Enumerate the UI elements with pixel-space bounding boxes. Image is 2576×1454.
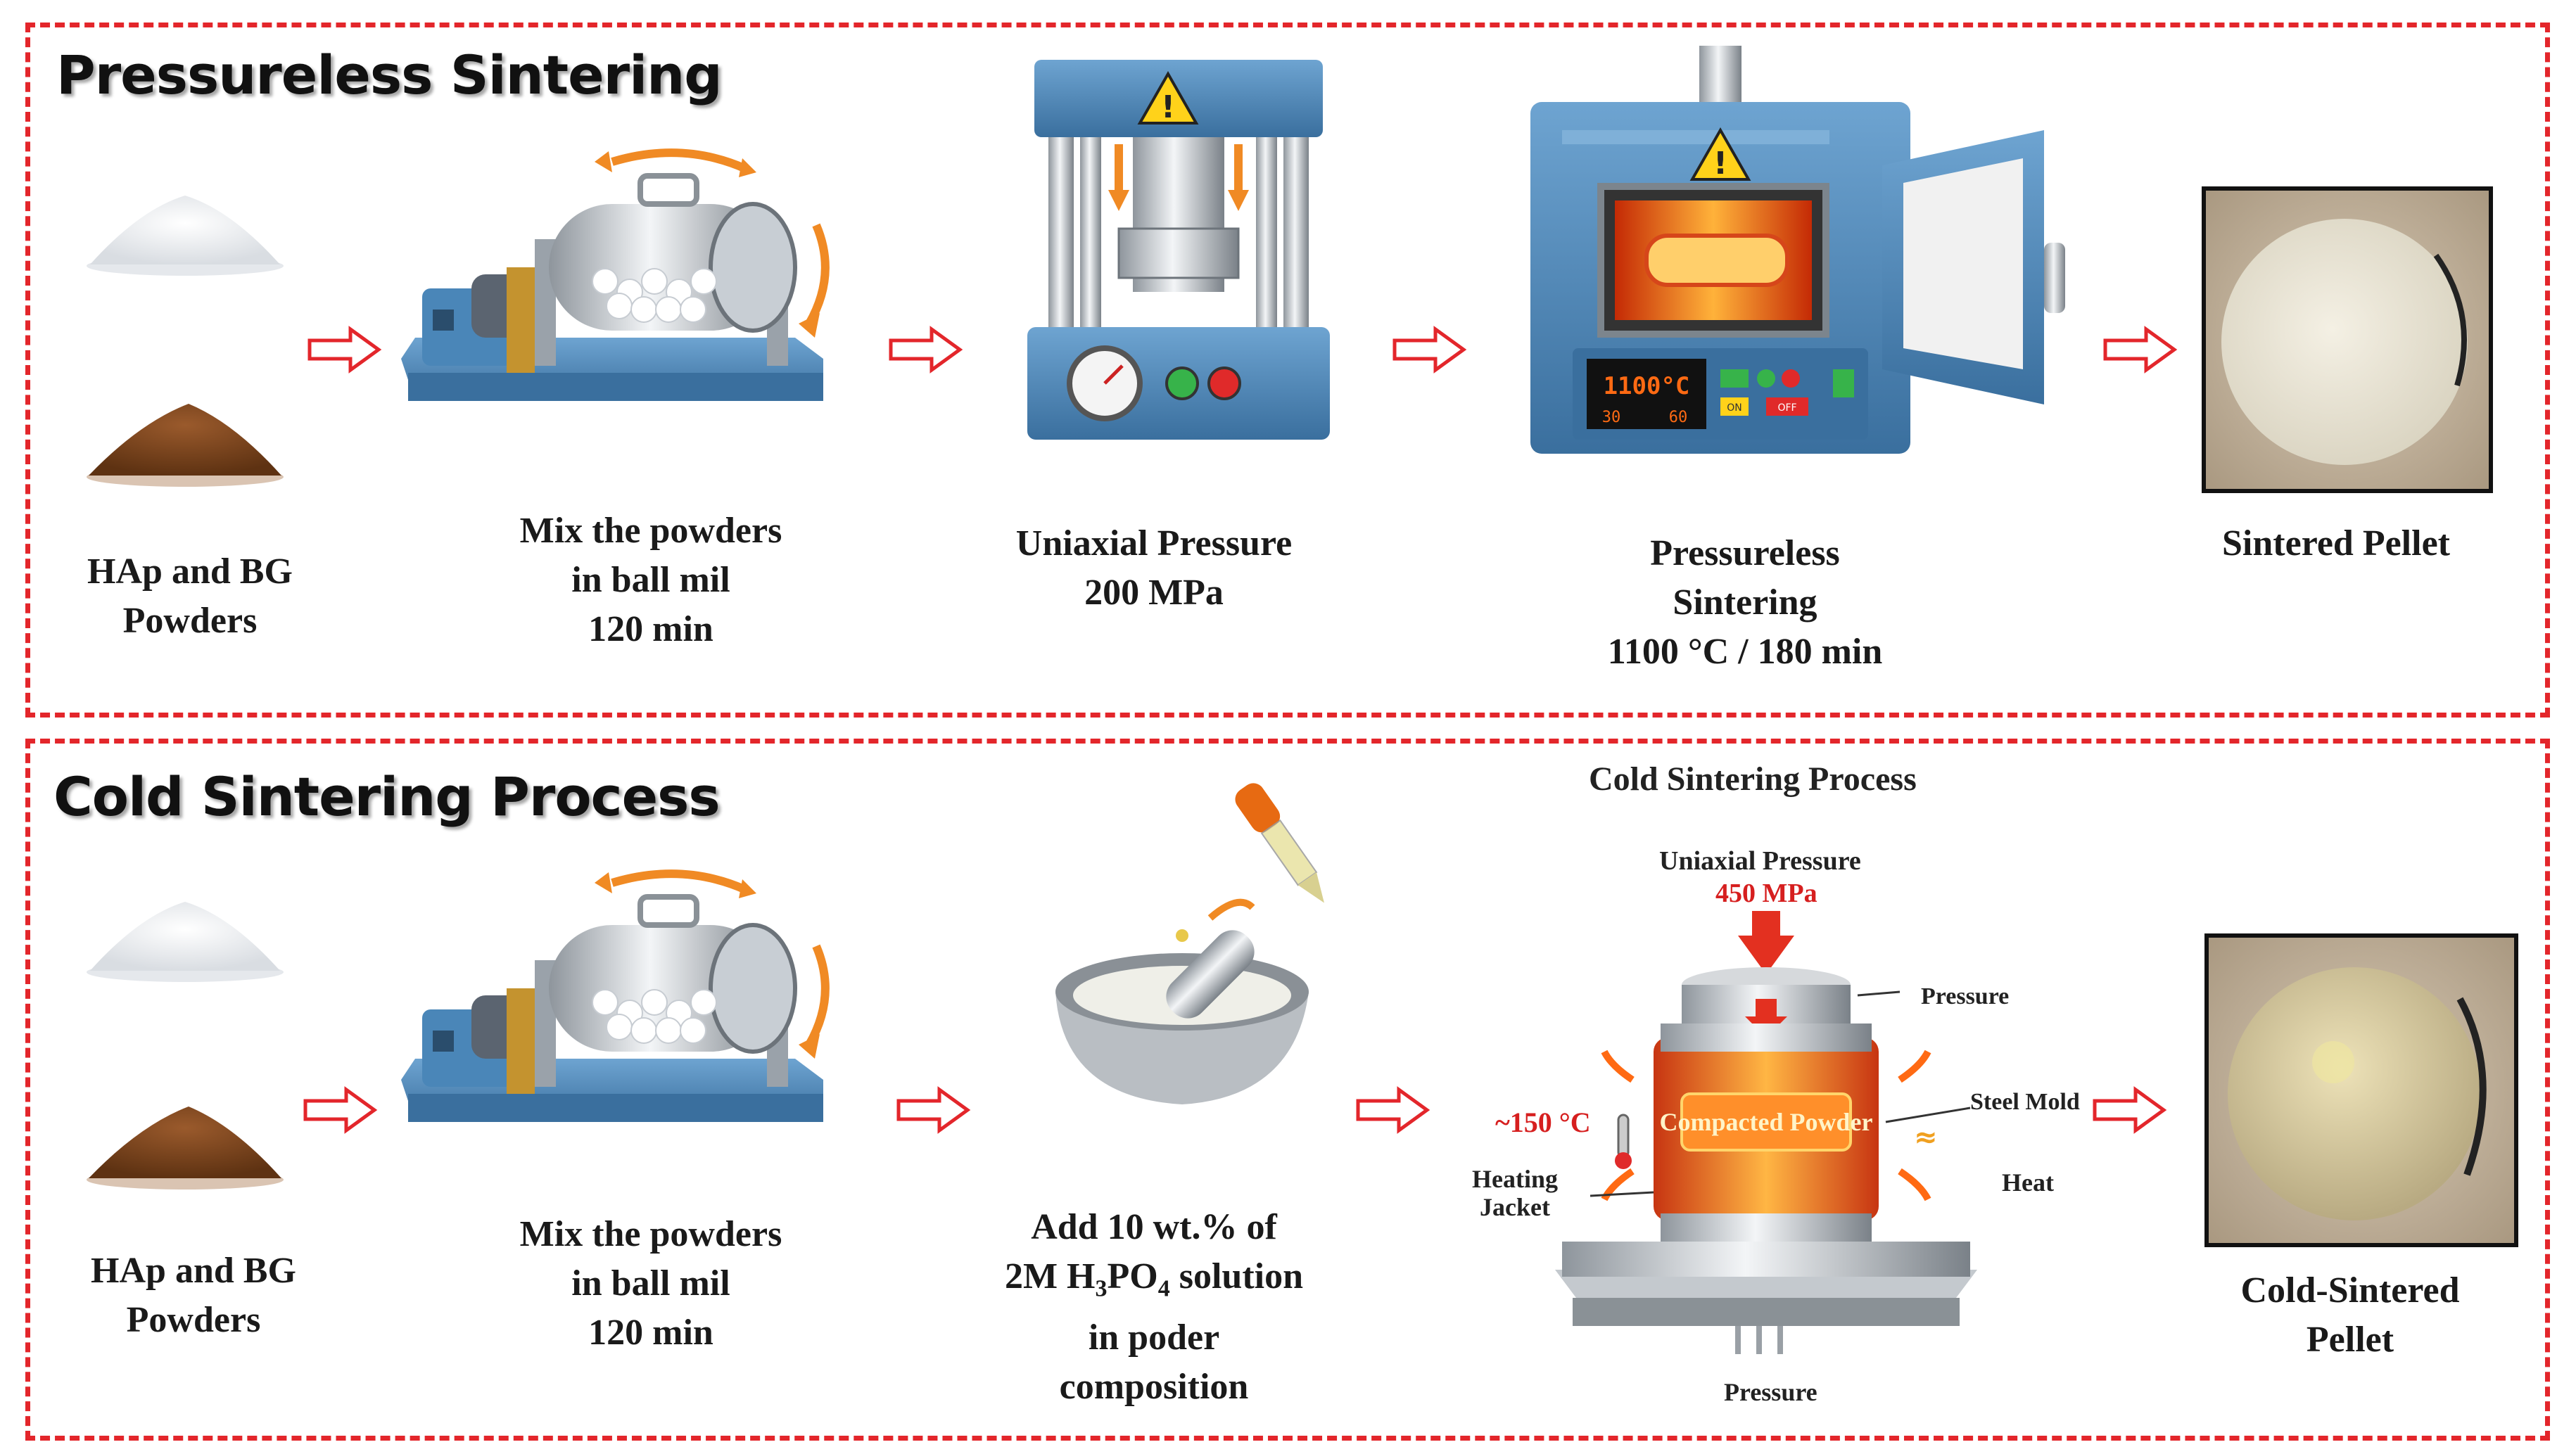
white-powder-icon [87,902,284,982]
compacted-powder-label: Compacted Powder [1660,1108,1873,1136]
arrow-icon [1356,1086,1430,1134]
ball-mill-icon [401,148,830,401]
sintered-pellet-photo [2202,186,2493,493]
cold-sintering-title: Cold Sintering Process [53,765,721,828]
csp-title: Cold Sintering Process [1589,760,1917,798]
top-step5-label: Sintered Pellet [2222,523,2450,563]
ball-mill-icon [401,869,830,1122]
svg-text:ON: ON [1727,402,1742,414]
arrow-icon [889,326,963,374]
white-powder-icon [87,196,284,276]
cold-sintered-pellet-photo [2204,933,2518,1247]
svg-text:!: ! [1713,146,1727,181]
arrow-icon [2093,1086,2167,1134]
svg-text:≈: ≈ [1914,1121,1938,1154]
arrow-icon [896,1086,971,1134]
csp-uniaxial-label: Uniaxial Pressure [1659,846,1861,876]
pressureless-title: Pressureless Sintering [56,44,723,106]
svg-text:60: 60 [1669,409,1688,426]
arrow-icon [303,1086,378,1134]
csp-mpa-label: 450 MPa [1715,879,1817,908]
pressureless-panel [25,23,2550,718]
cold-sintering-panel [25,739,2550,1441]
csp-pressure-bottom-label: Pressure [1724,1378,1817,1406]
furnace-icon: ! 1100°C 30 60 ON OFF [1530,46,2065,454]
csp-steel-mold-label: Steel Mold [1970,1089,2080,1115]
csp-heat-label: Heat [2002,1168,2054,1197]
cold-sintering-die-icon: Compacted Powder ≈ [1555,911,1977,1354]
arrow-icon [2103,326,2178,374]
arrow-icon [307,326,382,374]
svg-text:OFF: OFF [1777,402,1796,414]
bottom-step3-label: Add 10 wt.% of 2M H3PO4 solution in pode… [1004,1207,1304,1408]
csp-pressure-top-label: Pressure [1921,983,2010,1009]
brown-powder-icon [87,404,284,487]
mortar-pestle-icon [1055,783,1324,1104]
hydraulic-press-icon: ! [1027,60,1330,440]
csp-temp-label: ~150 °C [1495,1107,1591,1138]
brown-powder-icon [87,1107,284,1190]
furnace-temp-readout: 1100°C [1604,372,1690,400]
svg-text:30: 30 [1602,409,1621,426]
arrow-icon [1392,326,1467,374]
svg-text:!: ! [1161,89,1175,125]
